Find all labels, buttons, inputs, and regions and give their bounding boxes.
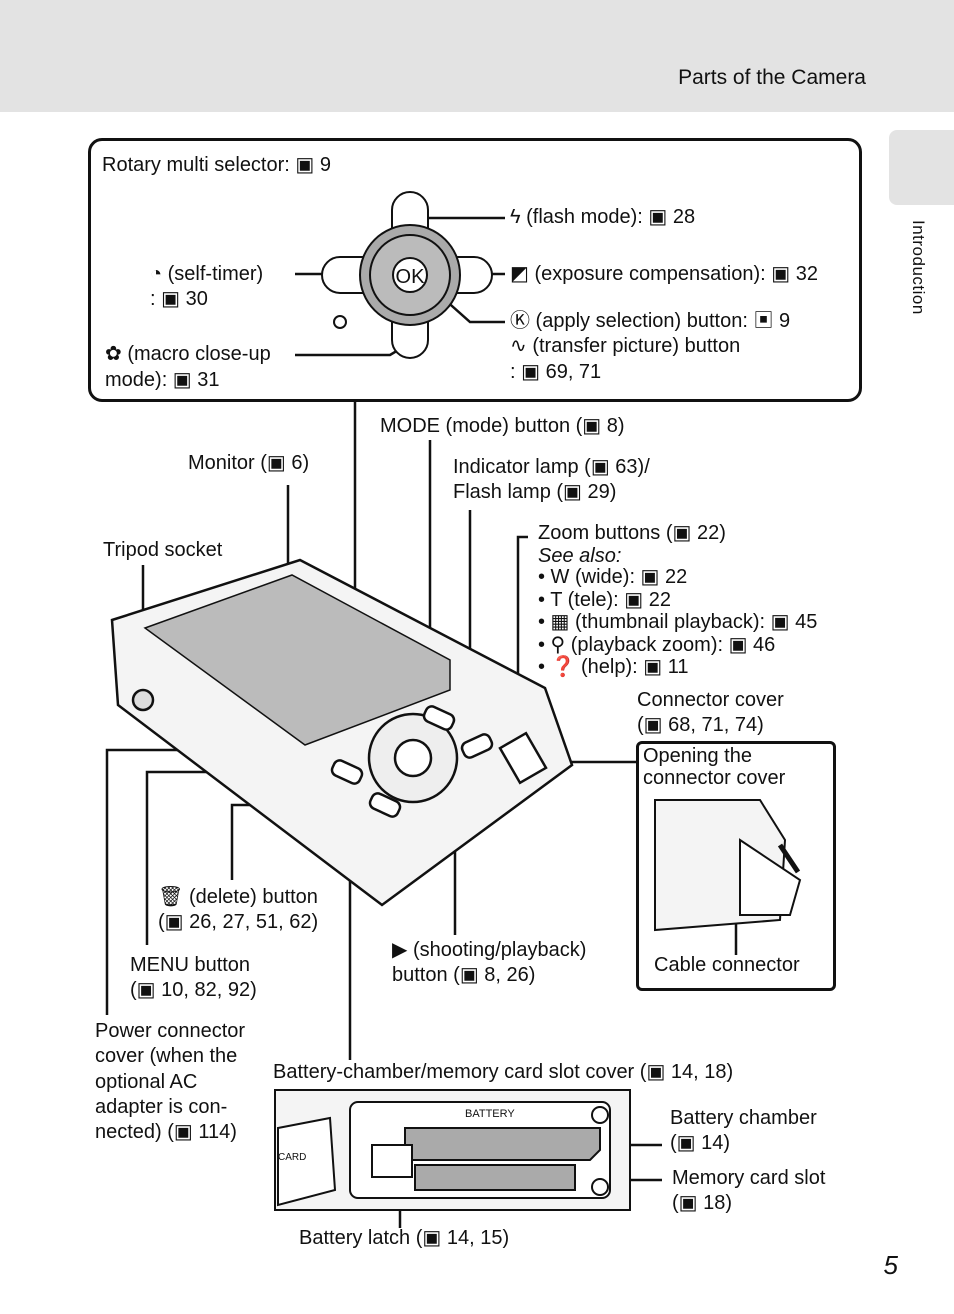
delete-button-label: 🗑 (delete) button <box>158 886 318 908</box>
zoom-list: • W (wide): ▣ 22 • T (tele): ▣ 22 • ▦ (t… <box>538 566 817 679</box>
power-connector-1: Power connector <box>95 1020 246 1042</box>
menu-button-label: MENU button <box>130 954 251 976</box>
memory-slot-ref: (▣ 18) <box>672 1192 733 1214</box>
delete-button-ref: (▣ 26, 27, 51, 62) <box>158 911 319 933</box>
side-tab-label: Introduction <box>909 220 928 315</box>
zoom-item-wide: • W (wide): ▣ 22 <box>538 566 688 588</box>
power-connector-2: cover (when the <box>95 1045 238 1067</box>
connector-inset-illustration <box>654 799 802 932</box>
power-connector-5: nected) (▣ 114) <box>95 1121 237 1143</box>
flash-lamp-label: Flash lamp (▣ 29) <box>453 481 617 503</box>
side-tab <box>889 130 954 205</box>
self-timer-ref: : ▣ 30 <box>150 288 208 310</box>
power-connector-4: adapter is con- <box>95 1096 228 1118</box>
rotary-selector-box <box>88 138 862 402</box>
flash-mode-label: ϟ (flash mode): ▣ 28 <box>510 206 696 228</box>
zoom-item-help: • ❓ (help): ▣ 11 <box>538 656 689 678</box>
transfer-ref: : ▣ 69, 71 <box>510 361 602 383</box>
cable-connector-label: Cable connector <box>654 954 800 976</box>
card-print: CARD <box>278 1152 306 1163</box>
exposure-label: ◩ (exposure compensation): ▣ 32 <box>510 263 818 285</box>
battery-latch-label: Battery latch (▣ 14, 15) <box>299 1227 510 1249</box>
apply-selection-label: Ⓚ (apply selection) button: ▣ 9 <box>510 310 791 332</box>
memory-slot-label: Memory card slot <box>672 1167 826 1189</box>
battery-chamber-ref: (▣ 14) <box>670 1132 731 1154</box>
monitor-label: Monitor (▣ 6) <box>188 452 310 474</box>
power-connector-3: optional AC <box>95 1071 198 1093</box>
opening-cover-title-2: connector cover <box>643 767 786 789</box>
rotary-multi-selector: OK <box>321 191 493 359</box>
macro-ref: mode): ▣ 31 <box>105 369 220 391</box>
transfer-label: ∿ (transfer picture) button <box>510 335 741 357</box>
rotary-selector-title: Rotary multi selector: ▣ 9 <box>102 154 331 176</box>
battery-chamber-label: Battery chamber <box>670 1107 817 1129</box>
camera-body <box>110 558 574 907</box>
page-header: Parts of the Camera <box>0 0 954 112</box>
menu-button-ref: (▣ 10, 82, 92) <box>130 979 257 1001</box>
zoom-item-playback-zoom: • ⚲ (playback zoom): ▣ 46 <box>538 633 776 656</box>
mode-button-label: MODE (mode) button (▣ 8) <box>380 415 625 437</box>
tripod-socket-label: Tripod socket <box>103 539 223 561</box>
macro-label: ✿ (macro close-up <box>105 343 271 365</box>
ok-button-label: OK <box>396 266 426 288</box>
zoom-item-thumbnail: • ▦ (thumbnail playback): ▣ 45 <box>538 611 818 633</box>
connector-inset-box <box>636 741 836 991</box>
playback-button-ref: button (▣ 8, 26) <box>392 964 536 986</box>
connector-cover-label: Connector cover <box>637 689 784 711</box>
self-timer-label: ◔ (self-timer) <box>150 263 264 285</box>
battery-print: BATTERY <box>465 1108 515 1120</box>
battery-chamber-illustration: BATTERY CARD <box>274 1089 631 1211</box>
opening-cover-title-1: Opening the <box>643 745 752 767</box>
section-title: Parts of the Camera <box>678 66 866 89</box>
playback-button-label: ▶ (shooting/playback) <box>392 939 587 961</box>
zoom-see-also: See also: <box>538 545 622 567</box>
page-number: 5 <box>883 1250 898 1280</box>
indicator-lamp-label: Indicator lamp (▣ 63)/ <box>453 456 650 478</box>
zoom-item-tele: • T (tele): ▣ 22 <box>538 588 671 611</box>
zoom-buttons-label: Zoom buttons (▣ 22) <box>538 522 726 544</box>
battery-cover-label: Battery-chamber/memory card slot cover (… <box>273 1061 734 1083</box>
connector-cover-ref: (▣ 68, 71, 74) <box>637 714 764 736</box>
